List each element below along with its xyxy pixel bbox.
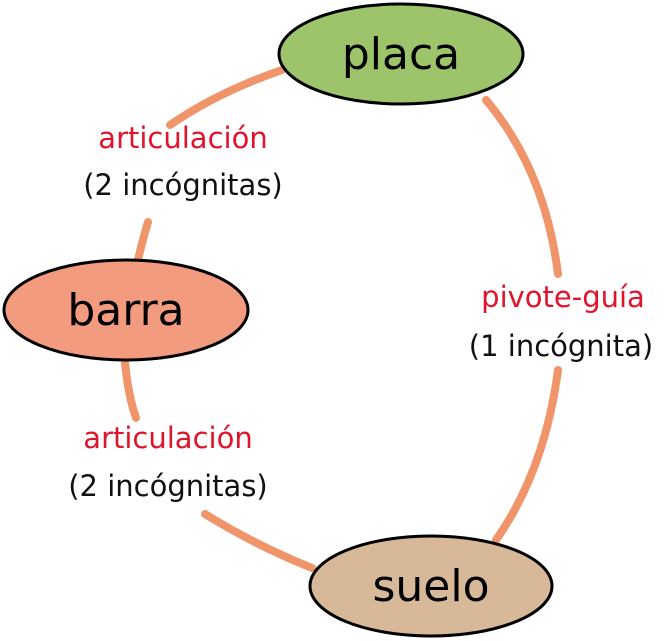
node-suelo-label: suelo xyxy=(372,561,489,612)
edge-barra-suelo-upper xyxy=(121,358,140,422)
node-barra-shape xyxy=(2,258,250,362)
label-placa-suelo-title: pivote-guía xyxy=(481,280,645,314)
edge-barra-suelo-lower xyxy=(201,510,316,572)
edge-placa-barra-upper xyxy=(166,66,286,129)
node-barra-label: barra xyxy=(67,285,184,336)
edge-placa-suelo-lower xyxy=(492,366,562,544)
label-barra-suelo-title: articulación xyxy=(83,421,252,455)
label-placa-barra-unknowns: (2 incógnitas) xyxy=(83,168,283,202)
label-placa-suelo-unknowns: (1 incógnita) xyxy=(469,329,653,363)
label-barra-suelo: articulación (2 incógnitas) xyxy=(68,421,268,503)
node-suelo: suelo xyxy=(308,534,554,638)
label-barra-suelo-unknowns: (2 incógnitas) xyxy=(68,469,268,503)
edges xyxy=(121,66,562,572)
node-suelo-shape xyxy=(308,534,554,638)
edge-placa-barra-lower xyxy=(134,218,152,264)
node-barra: barra xyxy=(2,258,250,362)
label-placa-barra-title: articulación xyxy=(98,121,267,155)
label-placa-suelo: pivote-guía (1 incógnita) xyxy=(469,280,653,363)
edge-placa-suelo-upper xyxy=(482,96,562,278)
node-placa-shape xyxy=(277,2,525,106)
node-placa-label: placa xyxy=(342,29,460,80)
node-placa: placa xyxy=(277,2,525,106)
label-placa-barra: articulación (2 incógnitas) xyxy=(83,121,283,202)
